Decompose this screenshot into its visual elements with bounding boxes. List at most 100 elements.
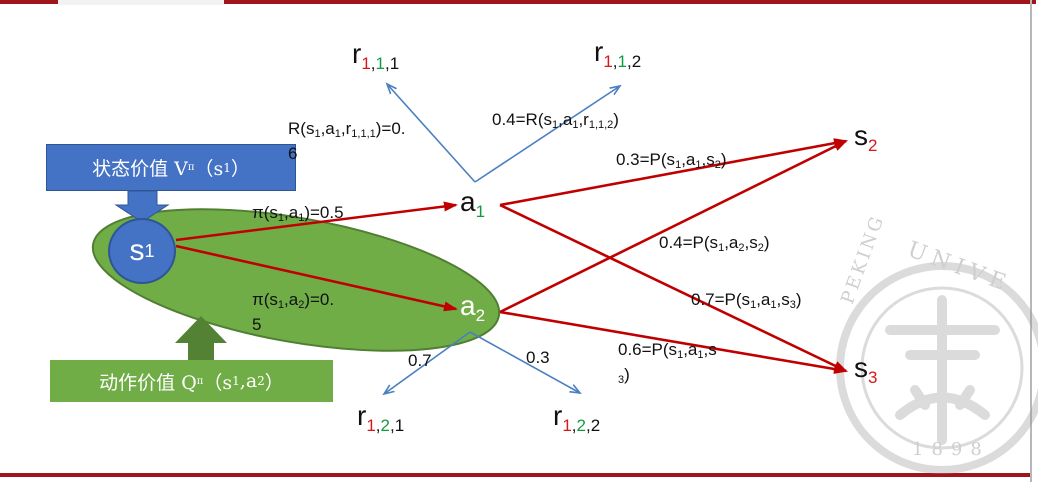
state-value-paren: （s (194, 158, 224, 180)
action-value-text: 动作价值 Q (99, 371, 197, 394)
Pa1s2-p4: ) (720, 150, 727, 169)
Pa1s3-sub1: 1 (750, 299, 757, 311)
state-value-text: 状态价值 V (92, 158, 188, 180)
action-value-sub2: 2 (257, 374, 265, 388)
pi-a2-p3: )=0. (304, 290, 335, 309)
r111-s3: 1 (389, 54, 400, 73)
action-value-sub1: 1 (232, 374, 240, 388)
Pa1s2-p3: ,s (701, 150, 715, 169)
Pa2s2-p3: ,s (744, 233, 758, 252)
Pa1s3-sub2: 1 (770, 299, 777, 311)
pi-a1-p3: )=0.5 (304, 203, 344, 222)
pi-a2-p1: π(s (252, 290, 278, 309)
r121-s1: 1 (366, 416, 376, 435)
action-value-close: ） (264, 371, 284, 394)
r121-sep1: , (375, 416, 381, 435)
R112-sub2: 1 (572, 119, 579, 131)
policy-label-a1: π(s1,a1)=0.5 (252, 203, 344, 228)
pi-a1-sub1: 1 (277, 212, 285, 224)
Pa1s2-sub1: 1 (675, 159, 682, 171)
R111-sub3: 1,1,1 (351, 128, 376, 140)
r121-base: r (357, 400, 367, 431)
s3-sub: 3 (868, 368, 878, 387)
r122-base: r (553, 400, 563, 431)
a2-sub: 2 (475, 306, 486, 325)
reward-node-r122: r1,2,2 (553, 402, 601, 436)
r112-s1: 1 (603, 52, 613, 71)
transition-label-a2-s2: 0.4=P(s1,a2,s2) (659, 233, 770, 258)
state-value-pi: π (187, 162, 195, 173)
pi-a2-sub1: 1 (277, 299, 285, 311)
action-value-pointer (175, 316, 227, 356)
r122-s2: 2 (576, 416, 586, 435)
s1-sub: 1 (144, 240, 155, 261)
r111-sep1: , (370, 54, 376, 73)
r122-sep1: , (571, 416, 577, 435)
Pa2s2-sub3: 2 (757, 242, 764, 254)
r112-s2: 1 (617, 52, 627, 71)
pi-a1-p2: ,a (284, 203, 299, 222)
top-rule-gap (58, 0, 224, 5)
s2-sub: 2 (868, 136, 878, 155)
reward-node-r111: r1,1,1 (352, 40, 400, 74)
transition-label-a1-s2: 0.3=P(s1,a1,s2) (616, 150, 727, 175)
r122-s1: 1 (562, 416, 572, 435)
reward-arrows (384, 84, 620, 394)
a1-base: a (460, 186, 476, 217)
Pa2s3-p3: ,s (703, 340, 717, 359)
r121-sep2: , (390, 416, 395, 435)
Pa2s3-sub1: 1 (677, 349, 684, 361)
Pa2s2-p1: 0.4=P(s (659, 233, 719, 252)
Pa1s3-p2: ,a (756, 290, 771, 309)
action-node-a2: a2 (460, 292, 486, 326)
R111-wrap: 6 (288, 144, 298, 163)
state-value-sub: 1 (223, 160, 231, 175)
reward-label-r111: R(s1,a1,r1,1,1)=0.6 (288, 119, 406, 164)
r122-s3: 2 (590, 416, 601, 435)
a2-base: a (460, 290, 476, 321)
state-node-s3: s3 (854, 354, 878, 388)
pi-a1-p1: π(s (252, 203, 278, 222)
r112-s3: 2 (631, 52, 642, 71)
r111-sep2: , (385, 54, 390, 73)
pi-a1-sub2: 1 (298, 212, 305, 224)
action-value-pointer-shaft (188, 340, 214, 360)
s2-base: s (854, 120, 868, 151)
Pa1s2-sub3: 2 (714, 159, 721, 171)
r121-s2: 2 (380, 416, 390, 435)
r122-sep2: , (586, 416, 591, 435)
transition-label-a1-s3: 0.7=P(s1,a1,s3) (691, 290, 802, 315)
pi-a2-p2: ,a (284, 290, 299, 309)
transition-arrows (175, 138, 848, 374)
Pa2s3-wrap: ) (624, 365, 630, 384)
action-value-ellipse (91, 208, 501, 352)
pi-a2-wrap: 5 (252, 315, 262, 334)
policy-label-a2: π(s1,a2)=0.5 (252, 290, 334, 335)
r111-s1: 1 (361, 54, 371, 73)
R112-sub3: 1,1,2 (588, 119, 614, 131)
Pa2s2-p2: ,a (724, 233, 739, 252)
R112-sub1: 1 (552, 119, 559, 131)
a1-sub: 1 (475, 202, 486, 221)
reward-node-r112: r1,1,2 (594, 38, 642, 72)
Pa2s3-sub2: 1 (697, 349, 704, 361)
Pa1s3-p4: ) (795, 290, 802, 309)
action-value-pi: π (196, 375, 204, 387)
R111-p4: )=0. (375, 119, 406, 138)
reward-node-r121: r1,2,1 (357, 402, 404, 436)
Pa1s2-sub2: 1 (695, 159, 702, 171)
right-frame (1030, 0, 1032, 482)
seal-year: 1898 (912, 439, 990, 460)
reward-prob-r121: 0.7 (408, 351, 432, 370)
R112-p2: ,a (558, 110, 573, 129)
r111-s2: 1 (375, 54, 385, 73)
R111-sub1: 1 (314, 128, 321, 140)
bottom-rule (0, 473, 1030, 477)
Pa1s2-p1: 0.3=P(s (616, 150, 676, 169)
Pa2s3-wrapsub: 3 (618, 374, 625, 386)
r112-sep2: , (627, 52, 632, 71)
action-node-a1: a1 (460, 188, 486, 222)
